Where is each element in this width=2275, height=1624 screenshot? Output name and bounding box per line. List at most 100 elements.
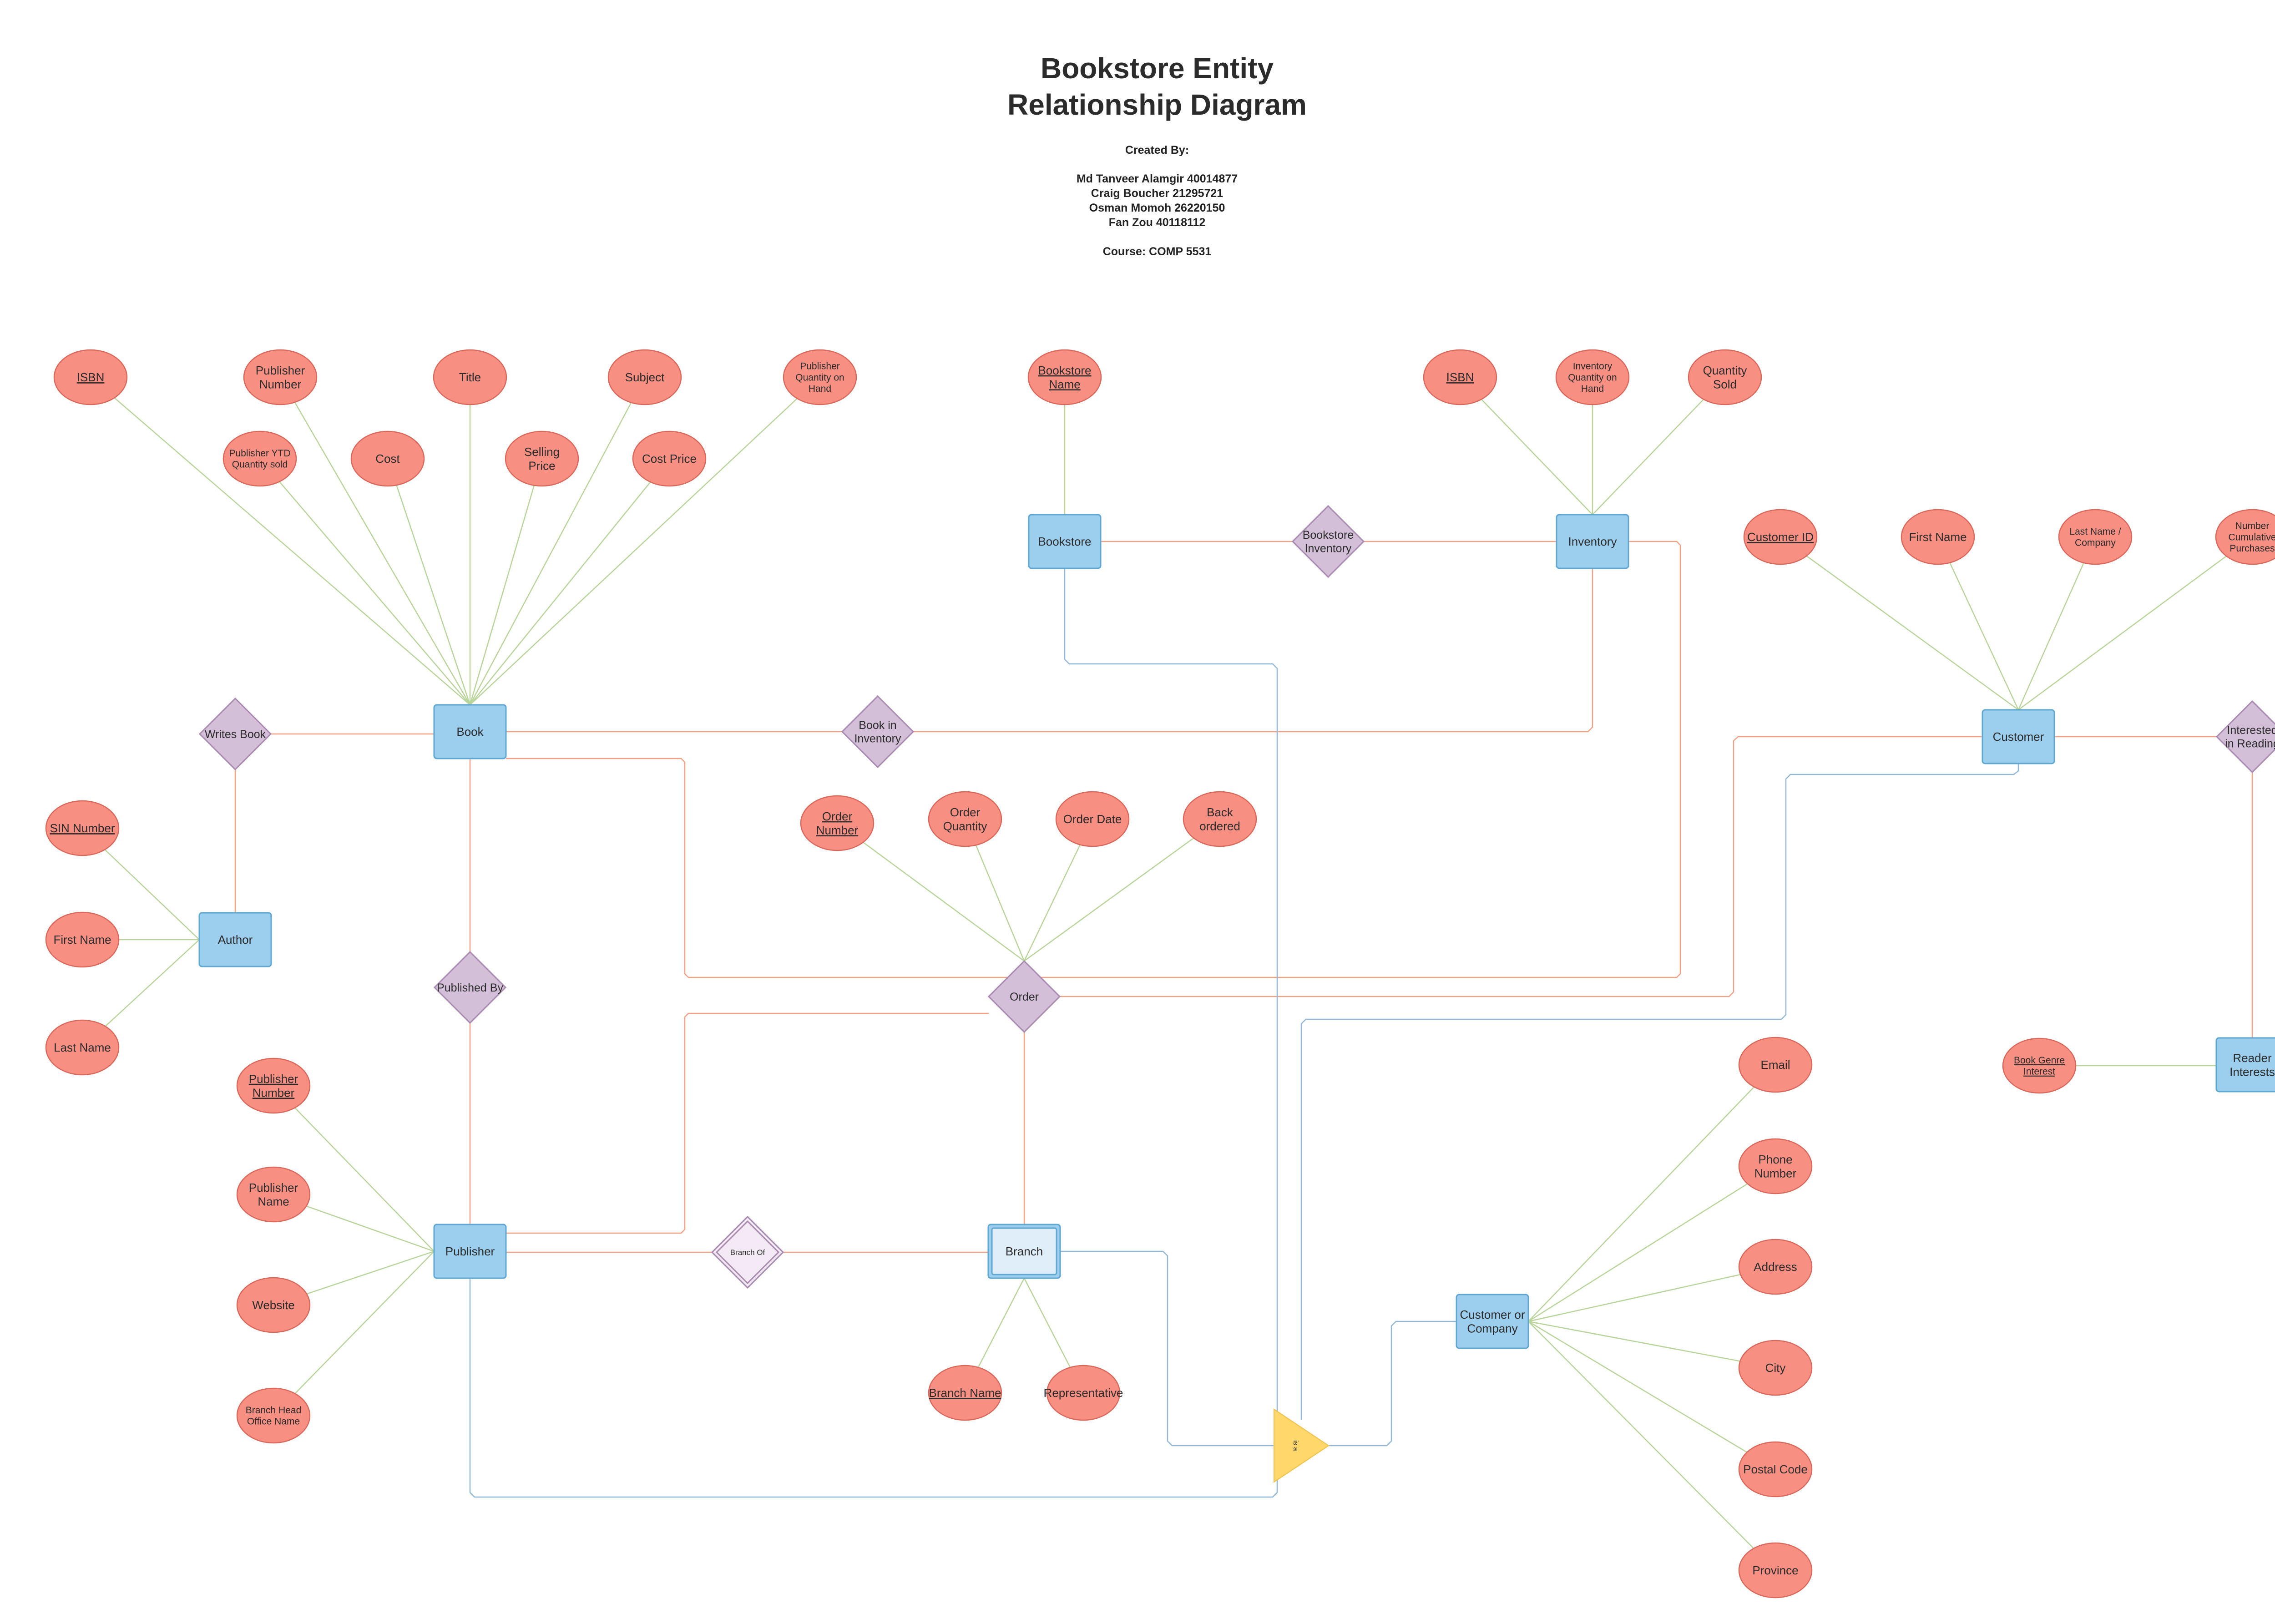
relationship-label: in Reading xyxy=(2225,738,2275,750)
relationship-diamond xyxy=(2215,700,2275,774)
relationship-published-by[interactable]: Published By xyxy=(433,951,507,1024)
attribute-cc-province[interactable]: Province xyxy=(1738,1542,1813,1599)
relationship-diamond xyxy=(711,1215,784,1289)
attribute-label: Subject xyxy=(625,370,665,384)
attribute-ellipse xyxy=(1738,1441,1813,1498)
relationship-writes-book[interactable]: Writes Book xyxy=(198,697,272,771)
entity-book[interactable]: Book xyxy=(433,704,507,759)
relationship-label: Published By xyxy=(437,981,503,994)
attribute-cc-postal[interactable]: Postal Code xyxy=(1738,1441,1813,1498)
attribute-label: Price xyxy=(528,459,555,472)
attribute-cust-id[interactable]: Customer ID xyxy=(1743,509,1818,565)
attribute-ellipse xyxy=(928,1365,1002,1421)
relationship-line xyxy=(913,568,1593,733)
attribute-author-last[interactable]: Last Name xyxy=(45,1019,120,1076)
attribute-label: First Name xyxy=(1909,530,1967,544)
entity-bookstore[interactable]: Bookstore xyxy=(1028,514,1102,569)
relationship-label: Branch Of xyxy=(730,1248,765,1257)
attribute-inv-isbn[interactable]: ISBN xyxy=(1423,349,1497,405)
attribute-label: Quantity on xyxy=(795,372,844,383)
relationship-line xyxy=(506,1012,989,1234)
entity-branch[interactable]: Branch xyxy=(987,1224,1061,1279)
entity-box xyxy=(1028,514,1102,569)
attribute-pub-website[interactable]: Website xyxy=(236,1277,311,1333)
attribute-label: Number xyxy=(2235,521,2270,531)
author-credit: Osman Momoh 26220150 xyxy=(1089,202,1225,214)
entity-inventory[interactable]: Inventory xyxy=(1556,514,1629,569)
attribute-label: ordered xyxy=(1199,819,1240,833)
entity-label: Book xyxy=(456,725,484,739)
attribute-label: Order Date xyxy=(1063,812,1122,826)
attribute-cc-address[interactable]: Address xyxy=(1738,1239,1813,1295)
entity-box xyxy=(1556,514,1629,569)
attribute-book-cost-price[interactable]: Cost Price xyxy=(632,430,707,487)
entity-label: Bookstore xyxy=(1038,535,1091,548)
attribute-ellipse xyxy=(1738,1239,1813,1295)
relationship-branch-of[interactable]: Branch Of xyxy=(711,1215,784,1289)
diagram-title-line1: Bookstore Entity xyxy=(1041,52,1274,85)
attribute-label: Publisher YTD xyxy=(229,448,290,459)
attribute-cust-first[interactable]: First Name xyxy=(1901,509,1975,565)
attribute-link-line xyxy=(1460,377,1593,515)
attribute-link-line xyxy=(1937,536,2019,710)
attribute-label: Order xyxy=(950,805,981,819)
attribute-book-subject[interactable]: Subject xyxy=(607,349,682,405)
attribute-book-cost[interactable]: Cost xyxy=(350,430,425,487)
isa-triangle[interactable]: is a xyxy=(1274,1408,1330,1483)
attribute-label: Phone xyxy=(1758,1153,1792,1166)
relationship-order[interactable]: Order xyxy=(987,960,1061,1033)
attribute-author-sin[interactable]: SIN Number xyxy=(45,800,120,856)
entity-publisher[interactable]: Publisher xyxy=(433,1224,507,1279)
attribute-book-isbn[interactable]: ISBN xyxy=(53,349,128,405)
attribute-label: Sold xyxy=(1713,377,1737,391)
attribute-cc-email[interactable]: Email xyxy=(1738,1037,1813,1093)
attribute-ellipse xyxy=(800,795,875,851)
attribute-ellipse xyxy=(607,349,682,405)
attribute-branch-rep[interactable]: Representative xyxy=(1044,1365,1123,1421)
attribute-ellipse xyxy=(243,349,318,405)
entity-author[interactable]: Author xyxy=(198,912,272,967)
entity-box xyxy=(198,912,272,967)
attribute-order-date[interactable]: Order Date xyxy=(1055,791,1130,847)
attribute-label: Hand xyxy=(1581,384,1604,394)
attribute-link-line xyxy=(387,458,471,705)
attribute-ellipse xyxy=(236,1166,311,1223)
attribute-link-line xyxy=(469,458,543,705)
entity-customer[interactable]: Customer xyxy=(1982,709,2055,764)
entity-box xyxy=(2215,1037,2275,1093)
entity-label: Inventory xyxy=(1568,535,1617,548)
attribute-branch-name[interactable]: Branch Name xyxy=(928,1365,1002,1421)
attribute-cust-last[interactable]: Last Name /Company xyxy=(2058,509,2133,565)
attribute-link-line xyxy=(1528,1320,1776,1369)
attribute-label: Customer ID xyxy=(1747,530,1814,544)
entity-label: Interests xyxy=(2230,1065,2275,1078)
attribute-ellipse xyxy=(350,430,425,487)
attribute-label: City xyxy=(1765,1361,1786,1375)
attribute-cc-city[interactable]: City xyxy=(1738,1340,1813,1396)
attribute-label: Publisher xyxy=(256,364,305,377)
attribute-author-first[interactable]: First Name xyxy=(45,911,120,968)
attribute-book-title[interactable]: Title xyxy=(433,349,507,405)
attribute-ellipse xyxy=(45,800,120,856)
